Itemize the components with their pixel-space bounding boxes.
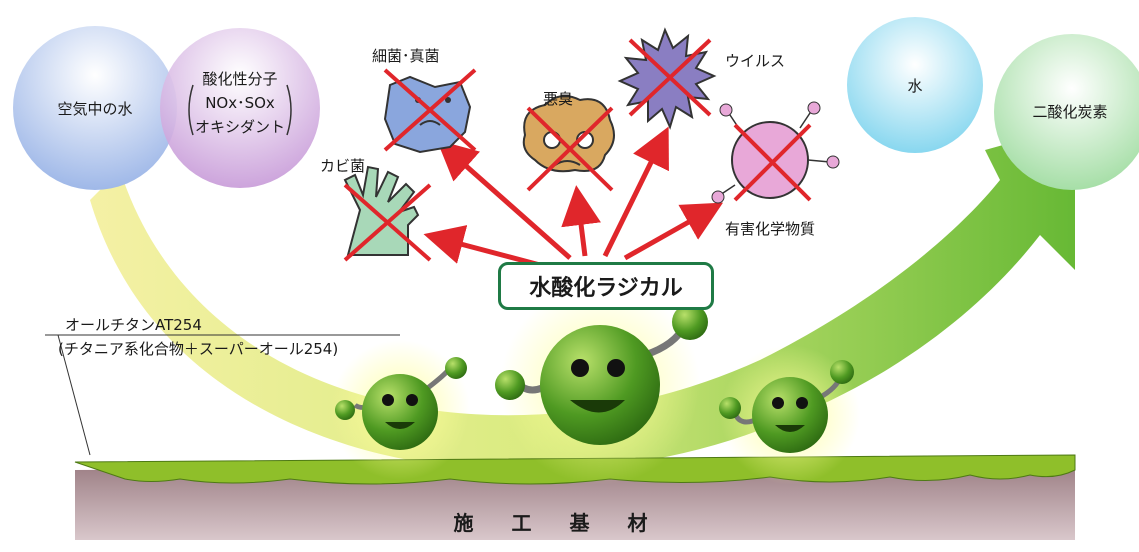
odor-label: 悪臭: [543, 90, 574, 108]
oxidant-title: 酸化性分子: [202, 70, 278, 88]
substrate-label: 施工基材: [453, 511, 686, 535]
chemical-icon: [711, 101, 840, 204]
bacteria-icon: [383, 68, 477, 154]
product-name: オールチタンAT254: [65, 316, 202, 334]
virus-label: ウイルス: [725, 52, 786, 70]
radical-label-box: 水酸化ラジカル: [498, 262, 714, 310]
air-water-circle: [13, 26, 177, 190]
radical-character-center: [495, 304, 708, 445]
mold-icon: [343, 165, 432, 262]
bracket-left: [188, 84, 194, 136]
product-leader-line: [45, 334, 400, 456]
bracket-right: [286, 84, 292, 136]
co2-label: 二酸化炭素: [1032, 103, 1108, 121]
co2-circle: [994, 34, 1139, 190]
out-water-circle: [847, 17, 983, 153]
radical-character-right: [719, 360, 854, 453]
air-water-label: 空気中の水: [57, 100, 133, 118]
oxidant-line2: オキシダント: [194, 118, 285, 136]
oxidant-line1: NOx･SOx: [205, 94, 275, 112]
virus-icon: [617, 27, 717, 130]
product-composition: (チタニア系化合物＋スーパーオール254): [58, 340, 339, 358]
oxidant-circle: [160, 28, 320, 188]
attack-arrows: [423, 126, 724, 268]
mold-label: カビ菌: [320, 157, 366, 175]
bacteria-label: 細菌･真菌: [372, 47, 440, 65]
chemicals-label: 有害化学物質: [725, 220, 816, 238]
odor-icon: [522, 95, 615, 192]
output-water-label: 水: [907, 77, 923, 95]
radical-character-left: [335, 357, 467, 450]
radical-label: 水酸化ラジカル: [529, 276, 683, 301]
